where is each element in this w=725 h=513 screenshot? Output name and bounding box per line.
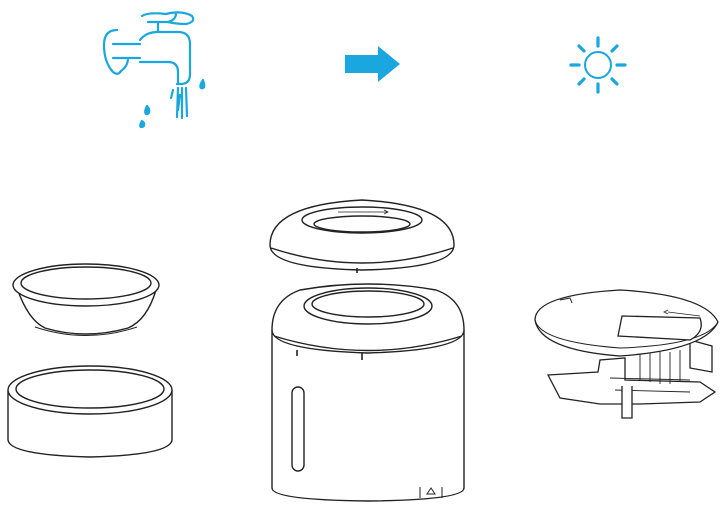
arrow-right-icon [345, 46, 400, 82]
bowl-base-icon [8, 366, 172, 457]
food-bowl-icon [13, 264, 159, 336]
fountain-lid-icon [270, 200, 454, 273]
pump-cover-icon [535, 290, 718, 418]
water-tank-icon [272, 284, 464, 501]
sun-icon [571, 38, 625, 92]
faucet-icon [104, 12, 204, 127]
